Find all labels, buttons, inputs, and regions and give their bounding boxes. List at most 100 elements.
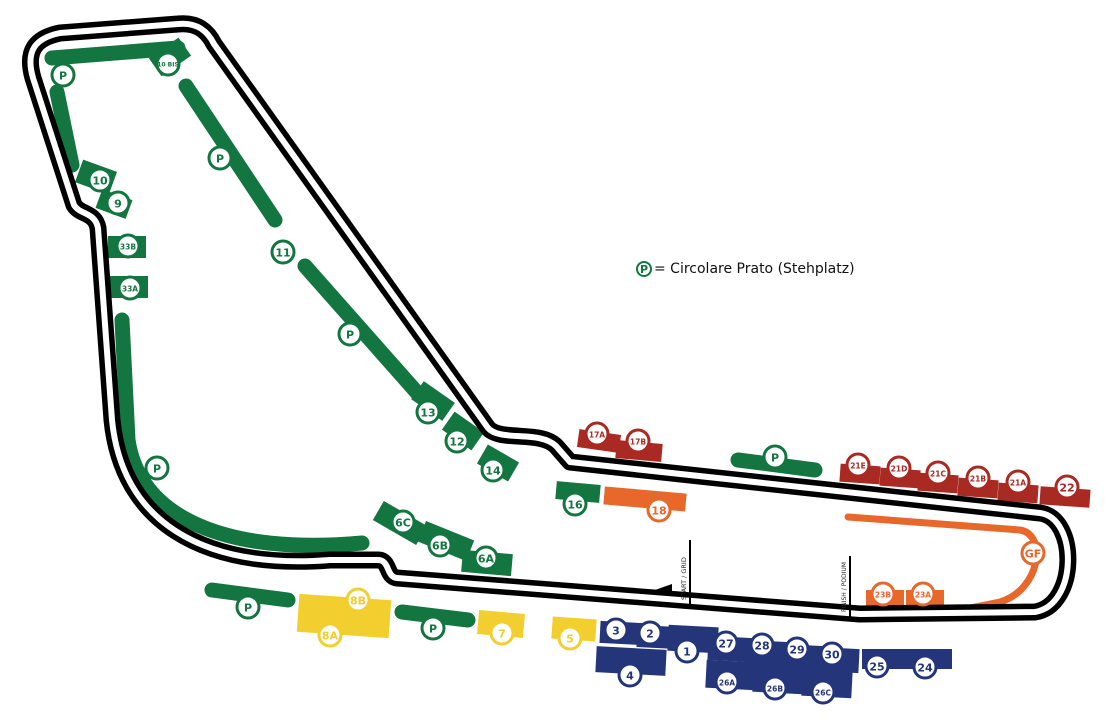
stand-label: 9 — [114, 198, 122, 211]
stand-marker-icon — [415, 399, 441, 425]
stand-17a[interactable]: 17A — [584, 421, 610, 447]
stand-26a[interactable]: 26A — [714, 669, 740, 695]
stand-2[interactable]: 2 — [637, 620, 663, 646]
stand-p7[interactable]: P — [420, 615, 446, 641]
stand-12[interactable]: 12 — [444, 428, 470, 454]
stand-7[interactable]: 7 — [489, 620, 515, 646]
stand-6c[interactable]: 6C — [390, 509, 416, 535]
stand-marker-icon — [420, 615, 446, 641]
stand-21d[interactable]: 21D — [886, 455, 912, 481]
stand-5[interactable]: 5 — [557, 625, 583, 651]
stand-marker-icon — [562, 491, 588, 517]
stand-marker-icon — [713, 630, 739, 656]
stand-24[interactable]: 24 — [912, 654, 938, 680]
stand-11[interactable]: 11 — [270, 239, 296, 265]
stand-label: 23A — [915, 591, 931, 600]
stand-p3[interactable]: P — [337, 321, 363, 347]
stand-33a[interactable]: 33A — [117, 275, 143, 301]
stand-marker-icon — [762, 444, 788, 470]
stand-marker-icon — [810, 679, 836, 705]
stand-9[interactable]: 9 — [105, 190, 131, 216]
stand-label: 28 — [754, 640, 769, 653]
stand-label: 21A — [1010, 479, 1026, 488]
stand-block-4 — [595, 646, 667, 676]
stand-label: P — [429, 623, 437, 636]
stand-p6[interactable]: P — [235, 594, 261, 620]
stand-21b[interactable]: 21B — [965, 465, 991, 491]
stand-33b[interactable]: 33B — [115, 233, 141, 259]
stand-25[interactable]: 25 — [864, 653, 890, 679]
race-track — [21, 15, 1077, 623]
stand-30[interactable]: 30 — [819, 641, 845, 667]
stand-27[interactable]: 27 — [713, 630, 739, 656]
stand-marker-icon — [317, 622, 343, 648]
stand-17b[interactable]: 17B — [625, 428, 651, 454]
stand-21e[interactable]: 21E — [845, 452, 871, 478]
stand-26c[interactable]: 26C — [810, 679, 836, 705]
stand-marker-icon — [270, 239, 296, 265]
stand-marker-icon — [910, 581, 936, 607]
stand-label: 10 — [92, 175, 108, 188]
legend-text: = Circolare Prato (Stehplatz) — [654, 261, 855, 277]
stand-marker-icon — [427, 532, 453, 558]
stand-gf[interactable]: GF — [1020, 540, 1046, 566]
stand-marker-icon — [762, 675, 788, 701]
stand-label: 26A — [719, 679, 735, 688]
stand-marker-icon — [480, 457, 506, 483]
stand-label: 10 BIS — [157, 62, 179, 69]
stand-label: 14 — [485, 465, 501, 478]
stand-marker-icon — [117, 275, 143, 301]
stand-10bis[interactable]: 10 BIS — [155, 51, 181, 77]
stand-label: P — [346, 329, 354, 342]
stand-marker-icon — [714, 669, 740, 695]
stand-29[interactable]: 29 — [784, 636, 810, 662]
stand-label: 11 — [275, 247, 290, 260]
stand-14[interactable]: 14 — [480, 457, 506, 483]
stand-label: 6B — [432, 540, 448, 553]
stand-label: 5 — [566, 633, 574, 646]
stand-18[interactable]: 18 — [646, 497, 672, 523]
stand-marker-icon — [1005, 469, 1031, 495]
stand-label: 21D — [891, 465, 908, 474]
stand-marker-icon — [674, 638, 700, 664]
stand-marker-icon — [603, 617, 629, 643]
stand-3[interactable]: 3 — [603, 617, 629, 643]
stand-13[interactable]: 13 — [415, 399, 441, 425]
stand-p4[interactable]: P — [144, 455, 170, 481]
stand-6b[interactable]: 6B — [427, 532, 453, 558]
stand-block-18 — [603, 486, 687, 512]
stand-label: 3 — [612, 625, 620, 638]
stand-marker-icon — [965, 465, 991, 491]
stand-23b[interactable]: 23B — [870, 581, 896, 607]
stand-labels: P10 BISP10933B33A11P131214P6C6B6A16PPP8B… — [50, 51, 1080, 705]
stand-p1[interactable]: P — [50, 62, 76, 88]
stand-marker-icon — [473, 545, 499, 571]
stand-22[interactable]: 22 — [1054, 474, 1080, 500]
stand-28[interactable]: 28 — [749, 632, 775, 658]
stand-p5[interactable]: P — [762, 444, 788, 470]
stand-16[interactable]: 16 — [562, 491, 588, 517]
stand-21c[interactable]: 21C — [925, 460, 951, 486]
stand-marker-icon — [637, 620, 663, 646]
stand-26b[interactable]: 26B — [762, 675, 788, 701]
stand-1[interactable]: 1 — [674, 638, 700, 664]
stand-marker-icon — [886, 455, 912, 481]
stand-label: 23B — [875, 591, 891, 600]
stand-6a[interactable]: 6A — [473, 545, 499, 571]
stand-label: P — [216, 153, 224, 166]
stand-21a[interactable]: 21A — [1005, 469, 1031, 495]
green-area-bar — [114, 312, 370, 553]
stand-label: 16 — [567, 499, 583, 512]
stand-marker-icon — [235, 594, 261, 620]
stand-marker-icon — [864, 653, 890, 679]
stand-8b[interactable]: 8B — [345, 587, 371, 613]
stand-10[interactable]: 10 — [87, 167, 113, 193]
stand-23a[interactable]: 23A — [910, 581, 936, 607]
stand-8a[interactable]: 8A — [317, 622, 343, 648]
stand-label: 8A — [322, 630, 339, 643]
stand-p2[interactable]: P — [207, 145, 233, 171]
stand-marker-icon — [337, 321, 363, 347]
stand-marker-icon — [105, 190, 131, 216]
stand-label: 29 — [789, 644, 804, 657]
stand-4[interactable]: 4 — [617, 662, 643, 688]
